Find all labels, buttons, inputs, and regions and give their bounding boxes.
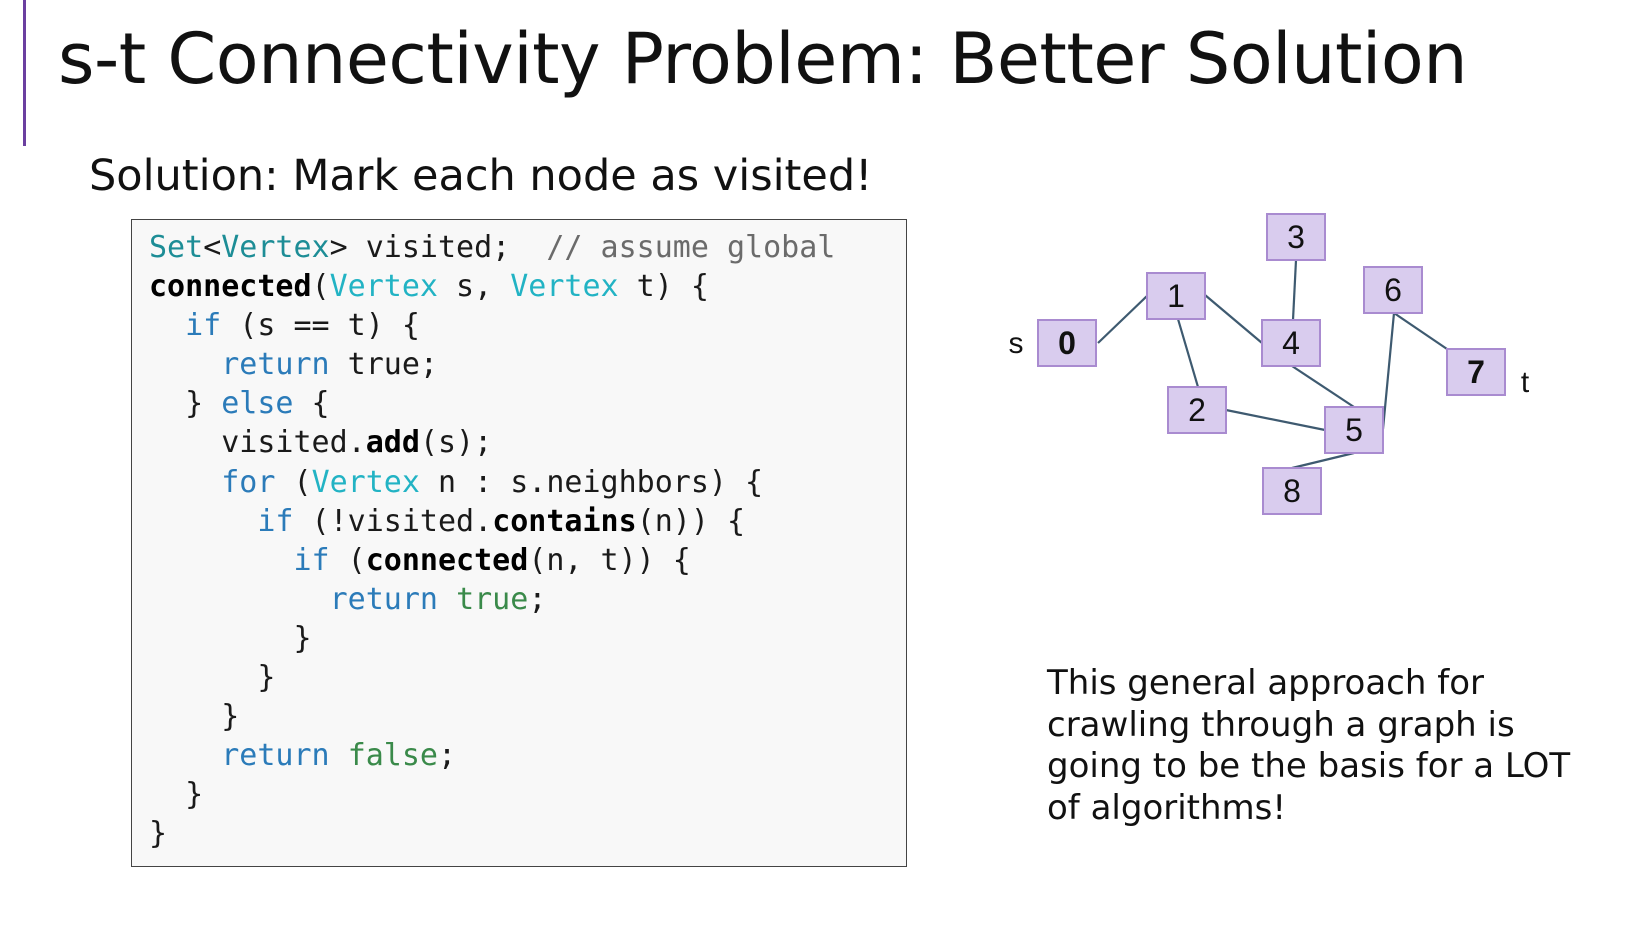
graph-node-box (1446, 348, 1506, 396)
graph-node-box (1146, 272, 1206, 320)
graph-node-8: 8 (1262, 467, 1322, 515)
graph-edge-2-5 (1225, 408, 1326, 432)
note-text: This general approach for crawling throu… (1047, 663, 1570, 829)
graph-node-box (1363, 266, 1423, 314)
graph-edge-1-2 (1176, 318, 1200, 388)
graph-node-box (1261, 319, 1321, 367)
code-text: Set<Vertex> visited; // assume global co… (149, 230, 836, 852)
graph-node-1: 1 (1146, 272, 1206, 320)
graph-edge-6-7 (1393, 312, 1448, 350)
title-accent-bar (23, 0, 26, 146)
graph-node-label: 2 (1188, 392, 1206, 428)
note-line: of algorithms! (1047, 787, 1287, 828)
note-line: crawling through a graph is (1047, 704, 1515, 745)
graph-node-0: 0 (1037, 319, 1097, 367)
graph-node-box (1262, 467, 1322, 515)
graph-node-6: 6 (1363, 266, 1423, 314)
graph-edge-5-6 (1381, 312, 1396, 430)
slide-title: s-t Connectivity Problem: Better Solutio… (58, 18, 1468, 100)
graph-node-label: 1 (1167, 278, 1185, 314)
graph-node-label: 3 (1287, 219, 1305, 255)
graph-node-7: 7 (1446, 348, 1506, 396)
target-label: t (1521, 366, 1530, 399)
graph-node-label: 0 (1058, 325, 1076, 361)
note-line: going to be the basis for a LOT (1047, 746, 1571, 786)
graph-node-box (1167, 386, 1227, 434)
graph-node-3: 3 (1266, 213, 1326, 261)
graph-node-label: 7 (1467, 354, 1485, 390)
slide-subtitle: Solution: Mark each node as visited! (89, 151, 873, 201)
code-block: Set<Vertex> visited; // assume global co… (131, 219, 907, 867)
graph-node-5: 5 (1324, 406, 1384, 454)
graph-node-box (1037, 319, 1097, 367)
graph-node-label: 5 (1345, 412, 1363, 448)
graph-diagram: 0 1 2 3 4 5 6 7 8 s t (1009, 213, 1530, 515)
graph-edge-0-1 (1097, 294, 1149, 344)
graph-edge-3-4 (1291, 259, 1298, 321)
source-label: s (1009, 327, 1024, 360)
note-line: This general approach for (1047, 663, 1484, 703)
graph-edge-1-4 (1204, 294, 1263, 344)
graph-node-box (1266, 213, 1326, 261)
graph-node-label: 4 (1282, 325, 1300, 361)
graph-nodes: 0 1 2 3 4 5 6 7 8 (1037, 213, 1506, 515)
graph-node-box (1324, 406, 1384, 454)
graph-edge-4-5 (1291, 365, 1355, 408)
graph-node-4: 4 (1261, 319, 1321, 367)
graph-node-label: 8 (1283, 473, 1301, 509)
graph-node-label: 6 (1384, 272, 1402, 308)
graph-edge-5-8 (1291, 451, 1355, 470)
graph-edges (1097, 259, 1448, 470)
graph-node-2: 2 (1167, 386, 1227, 434)
